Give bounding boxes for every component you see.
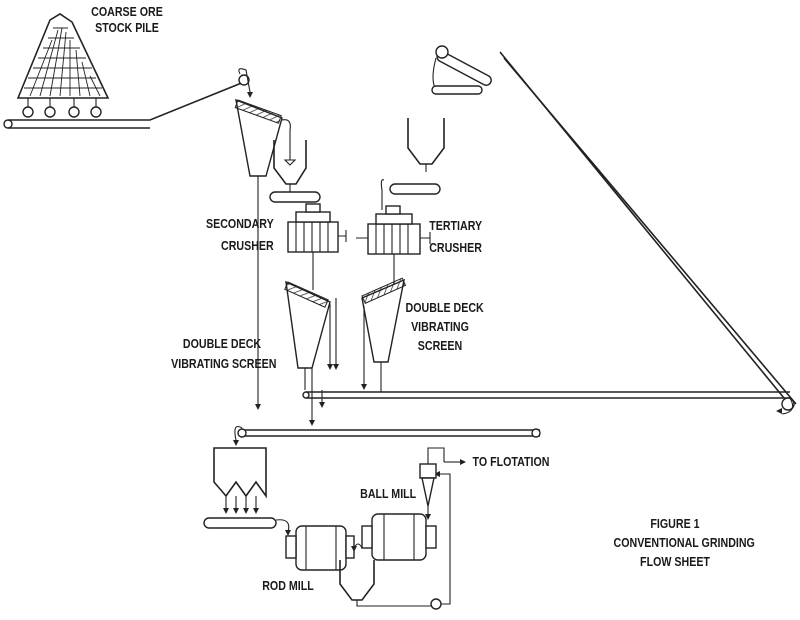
tertiary-crusher-label-line2: CRUSHER — [429, 240, 482, 255]
stockpile-conveyor — [3, 68, 253, 129]
figure-caption-line3: FLOW SHEET — [640, 554, 710, 569]
tertiary-crusher — [356, 205, 431, 286]
screen-lower-right — [361, 277, 407, 392]
screen-right-label-line3: SCREEN — [417, 338, 463, 353]
ball-mill — [361, 513, 437, 561]
ball-mill-label: BALL MILL — [360, 486, 417, 501]
figure-caption: FIGURE 1 CONVENTIONAL GRINDING FLOW SHEE… — [613, 516, 755, 570]
secondary-crusher-label: SECONDARY CRUSHER — [198, 216, 274, 254]
screen-left-label: DOUBLE DECK VIBRATING SCREEN — [171, 336, 277, 372]
screen-left-label-line2: VIBRATING SCREEN — [171, 356, 277, 371]
feeder-right — [389, 183, 441, 195]
mill-feed-conveyor — [203, 517, 277, 529]
top-conveyor — [431, 45, 492, 95]
secondary-crusher-label-line1: SECONDARY — [205, 216, 274, 231]
surge-bin-left — [273, 140, 307, 192]
secondary-crusher — [287, 203, 347, 290]
mill-feed-chute — [275, 519, 290, 533]
rod-mill — [285, 525, 355, 571]
arrow-head — [351, 546, 357, 552]
feeder-left — [269, 191, 321, 203]
tertiary-crusher-label: TERTIARY CRUSHER — [429, 218, 495, 256]
arrow-head — [309, 420, 315, 426]
fine-ore-bin — [213, 447, 267, 514]
screen-right-label: DOUBLE DECK VIBRATING SCREEN — [405, 300, 484, 354]
arrow-head — [285, 530, 291, 536]
screen-right-label-line2: VIBRATING — [411, 319, 469, 334]
rod-mill-label: ROD MILL — [262, 578, 314, 593]
reclaim-feeders — [22, 98, 102, 118]
stockpile — [16, 13, 110, 118]
stockpile-label-line2: STOCK PILE — [95, 20, 159, 35]
screen-right-label-line1: DOUBLE DECK — [405, 300, 484, 315]
fine-ore-conveyor — [233, 425, 541, 446]
surge-bin-right — [407, 118, 445, 172]
arrow-head — [255, 404, 261, 410]
screen-lower-left — [284, 280, 339, 390]
secondary-crusher-label-line2: CRUSHER — [220, 238, 274, 253]
secondary-screen — [234, 98, 297, 190]
return-conveyor — [302, 51, 797, 415]
figure-caption-line2: CONVENTIONAL GRINDING — [613, 535, 755, 550]
pump-sump — [339, 471, 451, 610]
feeder-right-chute — [380, 179, 385, 210]
screen-left-label-line1: DOUBLE DECK — [182, 336, 262, 351]
stockpile-label: COARSE ORE STOCK PILE — [90, 4, 164, 36]
tertiary-crusher-label-line1: TERTIARY — [429, 218, 483, 233]
arrow-head — [319, 402, 325, 408]
to-flotation-label: TO FLOTATION — [472, 454, 550, 469]
figure-caption-line1: FIGURE 1 — [650, 516, 700, 531]
cyclone — [419, 447, 466, 520]
stockpile-label-line1: COARSE ORE — [91, 4, 163, 19]
